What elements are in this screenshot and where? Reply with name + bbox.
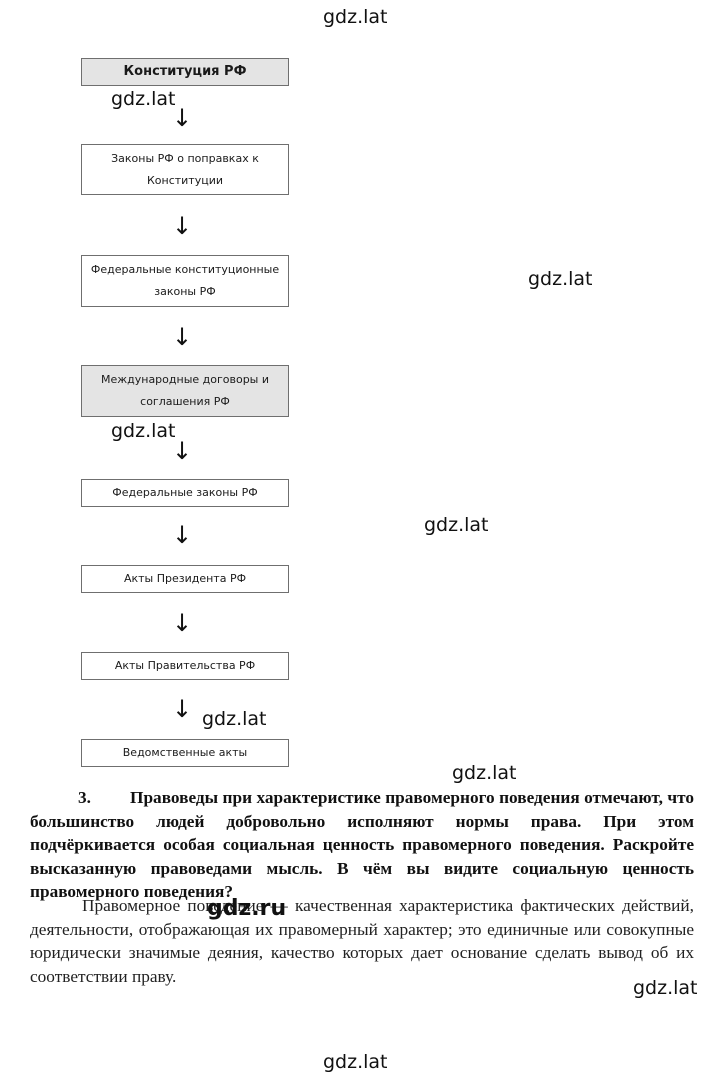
watermark: gdz.lat [452,762,517,784]
question-paragraph: 3.Правоведы при характеристике правомерн… [30,786,694,904]
watermark: gdz.lat [424,514,489,536]
down-arrow-icon: ↓ [172,609,193,637]
question-number: 3. [78,788,91,807]
watermark: gdz.lat [323,1051,388,1073]
watermark: gdz.lat [633,977,698,999]
down-arrow-icon: ↓ [172,323,193,351]
down-arrow-icon: ↓ [172,104,193,132]
diagram-box-president-acts: Акты Президента РФ [81,565,289,593]
diagram-box-federal-constitutional-laws: Федеральные конституционные законы РФ [81,255,289,307]
down-arrow-icon: ↓ [172,521,193,549]
box-label: Международные договоры и соглашения РФ [100,373,270,408]
diagram-box-federal-laws: Федеральные законы РФ [81,479,289,507]
box-label: Акты Президента РФ [123,572,247,585]
answer-paragraph: Правомерное поведение — качественная хар… [30,896,694,986]
watermark: gdz.lat [202,708,267,730]
down-arrow-icon: ↓ [172,437,193,465]
box-label: Акты Правительства РФ [114,659,256,672]
box-label: Ведомственные акты [122,746,248,759]
down-arrow-icon: ↓ [172,695,193,723]
diagram-box-departmental-acts: Ведомственные акты [81,739,289,767]
watermark: gdz.lat [111,420,176,442]
diagram-box-constitution: Конституция РФ [81,58,289,86]
diagram-box-government-acts: Акты Правительства РФ [81,652,289,680]
box-label: Федеральные законы РФ [112,486,258,499]
watermark: gdz.lat [111,88,176,110]
question-text: Правоведы при характеристике правомерног… [30,788,694,901]
box-label: Конституция РФ [123,64,247,79]
watermark: gdz.lat [323,6,388,28]
box-label: Федеральные конституционные законы РФ [90,263,280,298]
watermark: gdz.lat [528,268,593,290]
diagram-box-amendment-laws: Законы РФ о поправках к Конституции [81,144,289,195]
diagram-box-international-treaties: Международные договоры и соглашения РФ [81,365,289,417]
down-arrow-icon: ↓ [172,212,193,240]
box-label: Законы РФ о поправках к Конституции [111,151,259,187]
watermark: gdz.ru [207,896,287,921]
